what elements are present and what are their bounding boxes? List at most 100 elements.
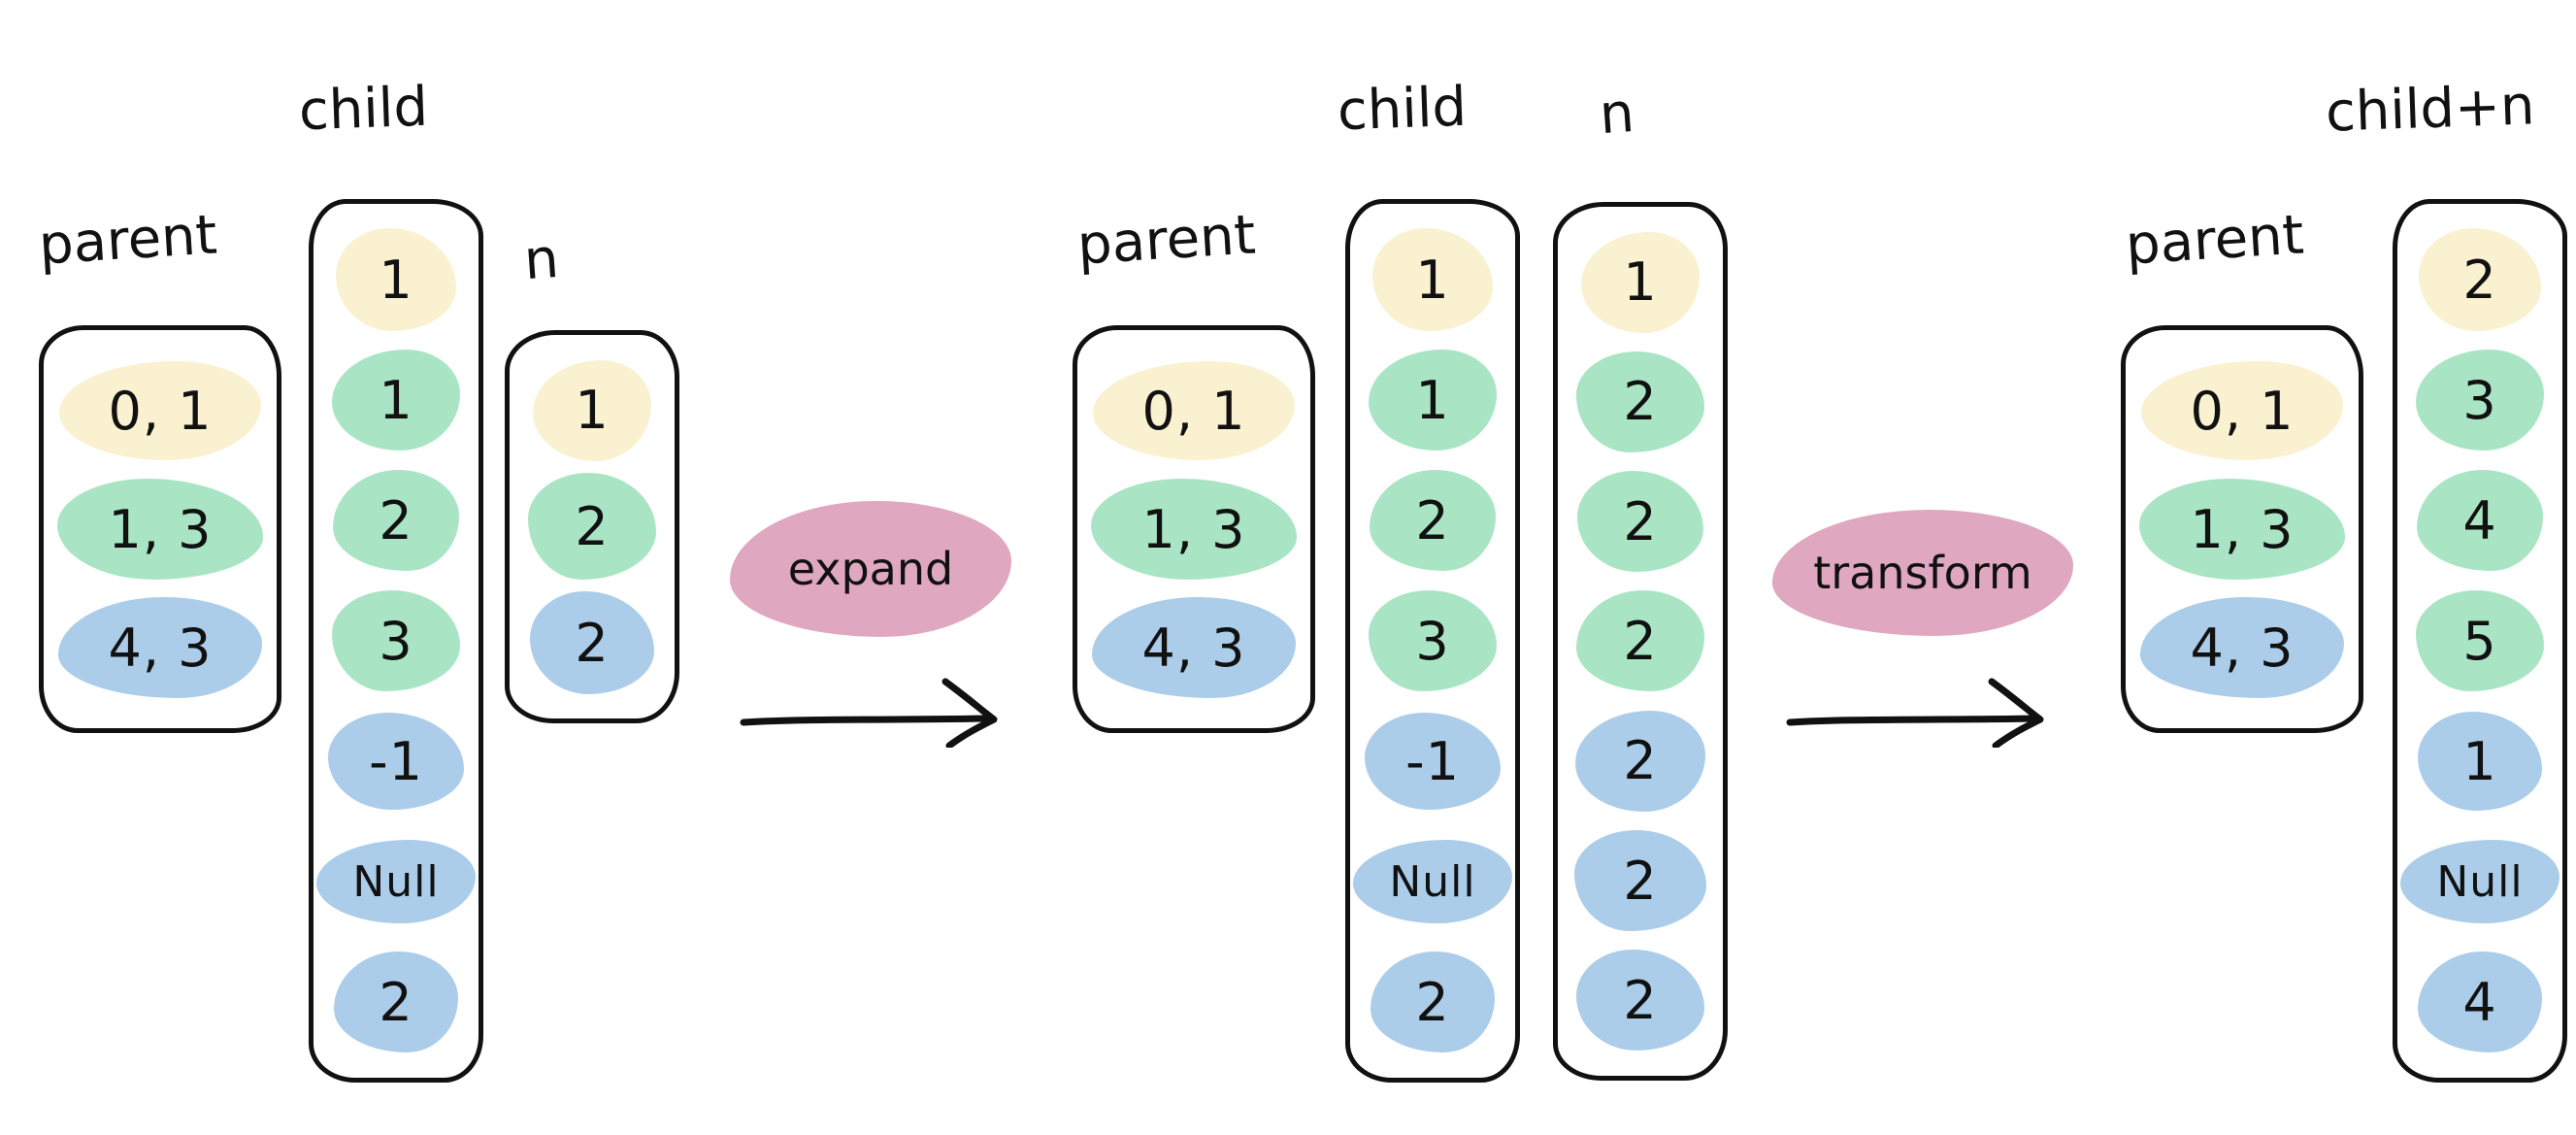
highlight-blob (59, 361, 261, 460)
pink-blob (1772, 510, 2073, 636)
highlight-blob (2419, 228, 2541, 331)
column-n-1: 1 2 2 (505, 330, 679, 723)
cell-parent-3-1: 1, 3 (2126, 476, 2359, 583)
cell-parent-3-0: 0, 1 (2126, 357, 2359, 464)
cell-n-2-2: 2 (1558, 467, 1723, 576)
cell-parent-1-0: 0, 1 (44, 357, 277, 464)
cell-n-1-2: 2 (510, 590, 675, 695)
cell-child-1-5: Null (314, 827, 479, 936)
cell-childn-3-0: 2 (2397, 225, 2562, 334)
highlight-blob (332, 350, 460, 451)
cell-childn-3-5: Null (2397, 827, 2562, 936)
highlight-blob (1576, 950, 1704, 1052)
cell-parent-1-2: 4, 3 (44, 594, 277, 701)
cell-parent-1-1: 1, 3 (44, 476, 277, 583)
caption-n-2: n (1597, 81, 1636, 148)
cell-child-1-6: 2 (314, 948, 479, 1056)
cell-childn-3-2: 4 (2397, 466, 2562, 575)
highlight-blob (1372, 228, 1493, 331)
highlight-blob (58, 597, 262, 698)
highlight-blob (2418, 712, 2542, 811)
highlight-blob (2416, 590, 2544, 691)
highlight-blob (1371, 951, 1495, 1052)
arrow-transform (1786, 678, 2044, 748)
cell-child-2-2: 2 (1350, 466, 1515, 575)
cell-n-1-1: 2 (510, 473, 675, 581)
operation-expand: expand (730, 501, 1011, 637)
highlight-blob (1091, 479, 1297, 580)
highlight-blob (2141, 361, 2343, 460)
cell-child-2-4: -1 (1350, 707, 1515, 816)
cell-childn-3-3: 5 (2397, 586, 2562, 695)
highlight-blob (336, 228, 456, 331)
cell-childn-3-4: 1 (2397, 707, 2562, 816)
caption-child-1: child (297, 75, 430, 144)
column-parent-3: 0, 1 1, 3 4, 3 (2121, 325, 2363, 733)
highlight-blob (2140, 597, 2344, 698)
highlight-blob (2400, 840, 2559, 923)
highlight-blob (1576, 590, 1704, 692)
cell-parent-2-0: 0, 1 (1077, 357, 1310, 464)
highlight-blob (1576, 351, 1704, 452)
column-child-2: 1 1 2 3 -1 Null 2 (1345, 199, 1520, 1083)
highlight-blob (1365, 713, 1501, 810)
highlight-blob (1092, 597, 1296, 698)
highlight-blob (1577, 471, 1703, 573)
highlight-blob (1353, 840, 1512, 923)
cell-child-2-5: Null (1350, 827, 1515, 936)
highlight-blob (334, 951, 458, 1052)
highlight-blob (1369, 590, 1497, 691)
cell-n-2-1: 2 (1558, 348, 1723, 456)
caption-parent-2: parent (1075, 203, 1258, 278)
column-n-2: 1 2 2 2 2 2 2 (1553, 202, 1728, 1081)
highlight-blob (528, 473, 656, 581)
highlight-blob (2417, 470, 2543, 571)
cell-child-1-2: 2 (314, 466, 479, 575)
highlight-blob (2418, 951, 2542, 1052)
highlight-blob (1575, 710, 1705, 812)
caption-parent-3: parent (2124, 203, 2306, 278)
cell-n-2-5: 2 (1558, 826, 1723, 935)
cell-childn-3-6: 4 (2397, 948, 2562, 1056)
cell-child-1-4: -1 (314, 707, 479, 816)
cell-childn-3-1: 3 (2397, 346, 2562, 454)
caption-child-2: child (1336, 75, 1469, 144)
highlight-blob (530, 591, 654, 695)
highlight-blob (1370, 470, 1496, 571)
cell-n-2-0: 1 (1558, 228, 1723, 337)
highlight-blob (1581, 231, 1700, 333)
cell-parent-2-1: 1, 3 (1077, 476, 1310, 583)
caption-parent-1: parent (37, 203, 219, 278)
operation-label: expand (787, 543, 954, 595)
arrow-expand (740, 678, 998, 748)
highlight-blob (332, 590, 460, 691)
highlight-blob (533, 359, 651, 461)
highlight-blob (328, 713, 464, 810)
highlight-blob (2416, 350, 2544, 451)
column-child-1: 1 1 2 3 -1 Null 2 (309, 199, 483, 1083)
cell-n-1-0: 1 (510, 358, 675, 463)
highlight-blob (333, 470, 459, 571)
cell-child-2-1: 1 (1350, 346, 1515, 454)
cell-child-2-3: 3 (1350, 586, 1515, 695)
column-parent-2: 0, 1 1, 3 4, 3 (1073, 325, 1315, 733)
cell-n-2-6: 2 (1558, 946, 1723, 1054)
cell-child-2-0: 1 (1350, 225, 1515, 334)
highlight-blob (1369, 350, 1497, 451)
highlight-blob (1093, 361, 1295, 460)
cell-child-2-6: 2 (1350, 948, 1515, 1056)
cell-child-1-3: 3 (314, 586, 479, 695)
highlight-blob (57, 479, 263, 580)
cell-n-2-3: 2 (1558, 586, 1723, 695)
cell-parent-3-2: 4, 3 (2126, 594, 2359, 701)
highlight-blob (1574, 830, 1706, 932)
cell-child-1-0: 1 (314, 225, 479, 334)
highlight-blob (316, 840, 476, 923)
cell-parent-2-2: 4, 3 (1077, 594, 1310, 701)
column-childn-3: 2 3 4 5 1 Null 4 (2393, 199, 2567, 1083)
caption-childn-3: child+n (2324, 74, 2536, 145)
caption-n-1: n (521, 226, 561, 293)
cell-child-1-1: 1 (314, 346, 479, 454)
operation-transform: transform (1772, 510, 2073, 636)
